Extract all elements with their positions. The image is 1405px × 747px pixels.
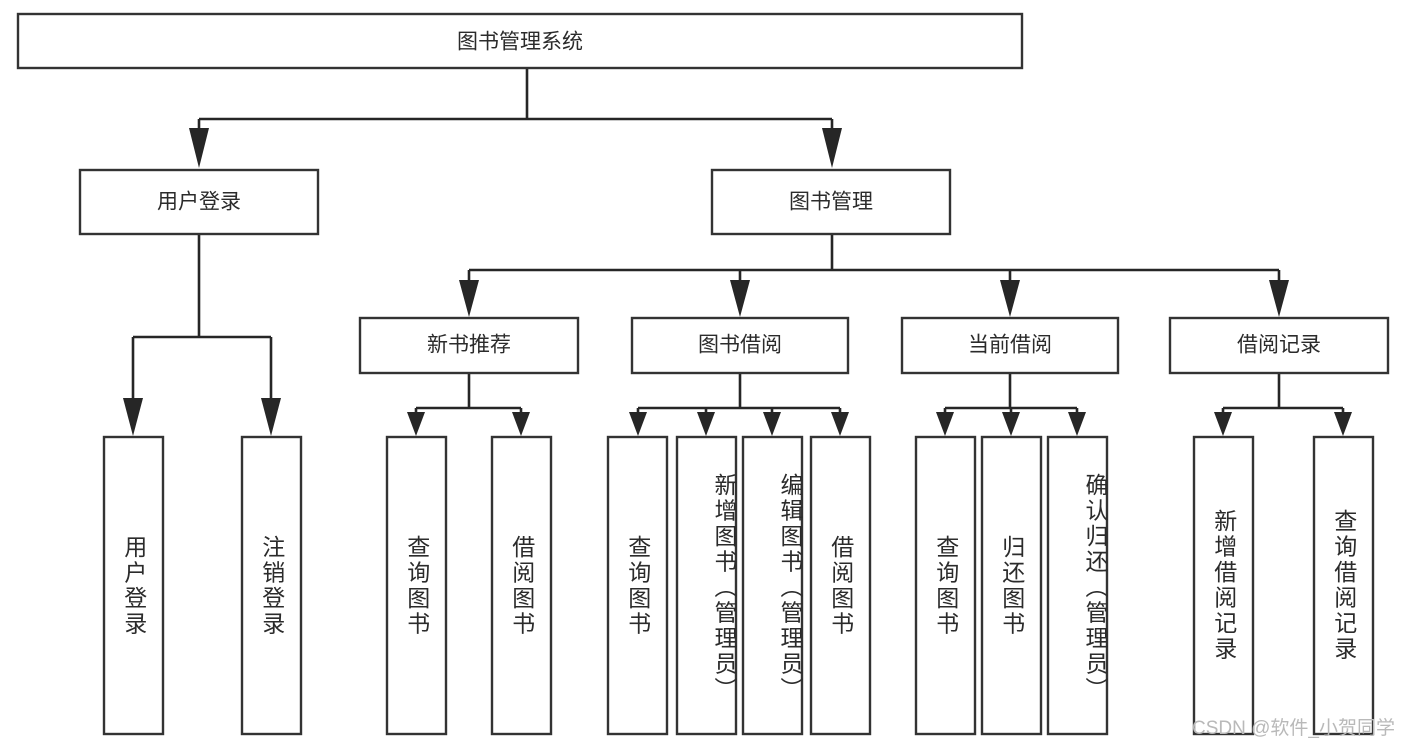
connector-group-root-to-level2 [189, 68, 842, 168]
node-user-login[interactable]: 用户登录 [78, 168, 320, 236]
arrow-head-leaf-borrow-book-1 [512, 412, 530, 436]
node-user-login-label: 用户登录 [157, 191, 241, 214]
leaf-label-borrow-book-1: 借阅图书 [508, 534, 535, 637]
leaf-box-query-record[interactable] [1312, 435, 1375, 736]
leaf-box-add-record[interactable] [1192, 435, 1255, 736]
arrow-head-current-borrow [1000, 280, 1020, 317]
node-borrow-record-label: 借阅记录 [1237, 334, 1321, 357]
leaf-label-query-book-1: 查询图书 [403, 534, 430, 637]
connector-group-current-borrow-children [936, 373, 1086, 436]
leaf-box-user-login[interactable] [102, 435, 165, 736]
leaf-box-query-book-1[interactable] [385, 435, 448, 736]
node-book-borrow-label: 图书借阅 [698, 334, 782, 357]
leaf-label-query-record: 查询借阅记录 [1330, 509, 1357, 662]
arrow-head-leaf-query-book-2 [629, 412, 647, 436]
connector-group-book-borrow-children [629, 373, 849, 436]
node-borrow-record[interactable]: 借阅记录 [1168, 316, 1390, 375]
node-new-book-recommend[interactable]: 新书推荐 [358, 316, 580, 375]
arrow-head-user-login [189, 128, 209, 168]
node-borrow-record-box[interactable] [1168, 316, 1390, 375]
leaf-label-query-book-2: 查询图书 [624, 534, 651, 637]
node-new-book-recommend-label: 新书推荐 [427, 334, 511, 357]
arrow-head-leaf-user-login [123, 398, 143, 436]
csdn-watermark: CSDN @软件_小贺同学 [1192, 718, 1395, 739]
arrow-head-new-book-recommend [459, 280, 479, 317]
leaf-box-query-book-2[interactable] [606, 435, 669, 736]
node-new-book-recommend-box[interactable] [358, 316, 580, 375]
leaf-label-borrow-book-2: 借阅图书 [827, 534, 854, 637]
node-book-borrow-box[interactable] [630, 316, 850, 375]
leaf-box-borrow-book-2[interactable] [809, 435, 872, 736]
arrow-head-leaf-confirm-return [1068, 412, 1086, 436]
node-root-label: 图书管理系统 [457, 31, 583, 54]
node-root-box[interactable] [16, 12, 1024, 70]
leaf-label-return-book: 归还图书 [998, 534, 1025, 637]
leaf-label-user-login: 用户登录 [120, 534, 147, 637]
leaf-box-user-logout[interactable] [240, 435, 303, 736]
connector-group-new-book-recommend-children [407, 373, 530, 436]
arrow-head-leaf-query-book-3 [936, 412, 954, 436]
leaf-label-user-logout: 注销登录 [258, 534, 285, 637]
node-book-manage-label: 图书管理 [789, 191, 873, 214]
node-current-borrow-box[interactable] [900, 316, 1120, 375]
leaf-box-edit-book[interactable] [741, 435, 804, 736]
connector-group-user-login-children [123, 234, 281, 436]
arrow-head-leaf-add-book [697, 412, 715, 436]
arrow-head-borrow-record [1269, 280, 1289, 317]
leaf-box-confirm-return[interactable] [1046, 435, 1109, 736]
leaf-label-add-book: 新增图书（管理员） [711, 472, 737, 703]
arrow-head-leaf-add-record [1214, 412, 1232, 436]
node-current-borrow-label: 当前借阅 [968, 334, 1052, 357]
leaf-label-edit-book: 编辑图书（管理员） [777, 472, 803, 703]
node-current-borrow[interactable]: 当前借阅 [900, 316, 1120, 375]
arrow-head-leaf-user-logout [261, 398, 281, 436]
leaf-box-group [102, 435, 1375, 736]
node-user-login-box[interactable] [78, 168, 320, 236]
connector-group-borrow-record-children [1214, 373, 1352, 436]
arrow-head-leaf-query-record [1334, 412, 1352, 436]
node-book-manage-box[interactable] [710, 168, 952, 236]
leaf-box-query-book-3[interactable] [914, 435, 977, 736]
arrow-head-leaf-query-book-1 [407, 412, 425, 436]
leaf-label-add-record: 新增借阅记录 [1210, 509, 1237, 662]
node-book-manage[interactable]: 图书管理 [710, 168, 952, 236]
connector-group-book-manage-children [459, 234, 1289, 317]
node-root[interactable]: 图书管理系统 [16, 12, 1024, 70]
node-book-borrow[interactable]: 图书借阅 [630, 316, 850, 375]
leaf-label-query-book-3: 查询图书 [932, 534, 959, 637]
leaf-box-return-book[interactable] [980, 435, 1043, 736]
arrow-head-leaf-edit-book [763, 412, 781, 436]
arrow-head-leaf-borrow-book-2 [831, 412, 849, 436]
leaf-box-borrow-book-1[interactable] [490, 435, 553, 736]
arrow-head-book-borrow [730, 280, 750, 317]
arrow-head-book-manage [822, 128, 842, 168]
arrow-head-leaf-return-book [1002, 412, 1020, 436]
leaf-box-add-book[interactable] [675, 435, 738, 736]
leaf-label-confirm-return: 确认归还（管理员） [1082, 472, 1108, 703]
